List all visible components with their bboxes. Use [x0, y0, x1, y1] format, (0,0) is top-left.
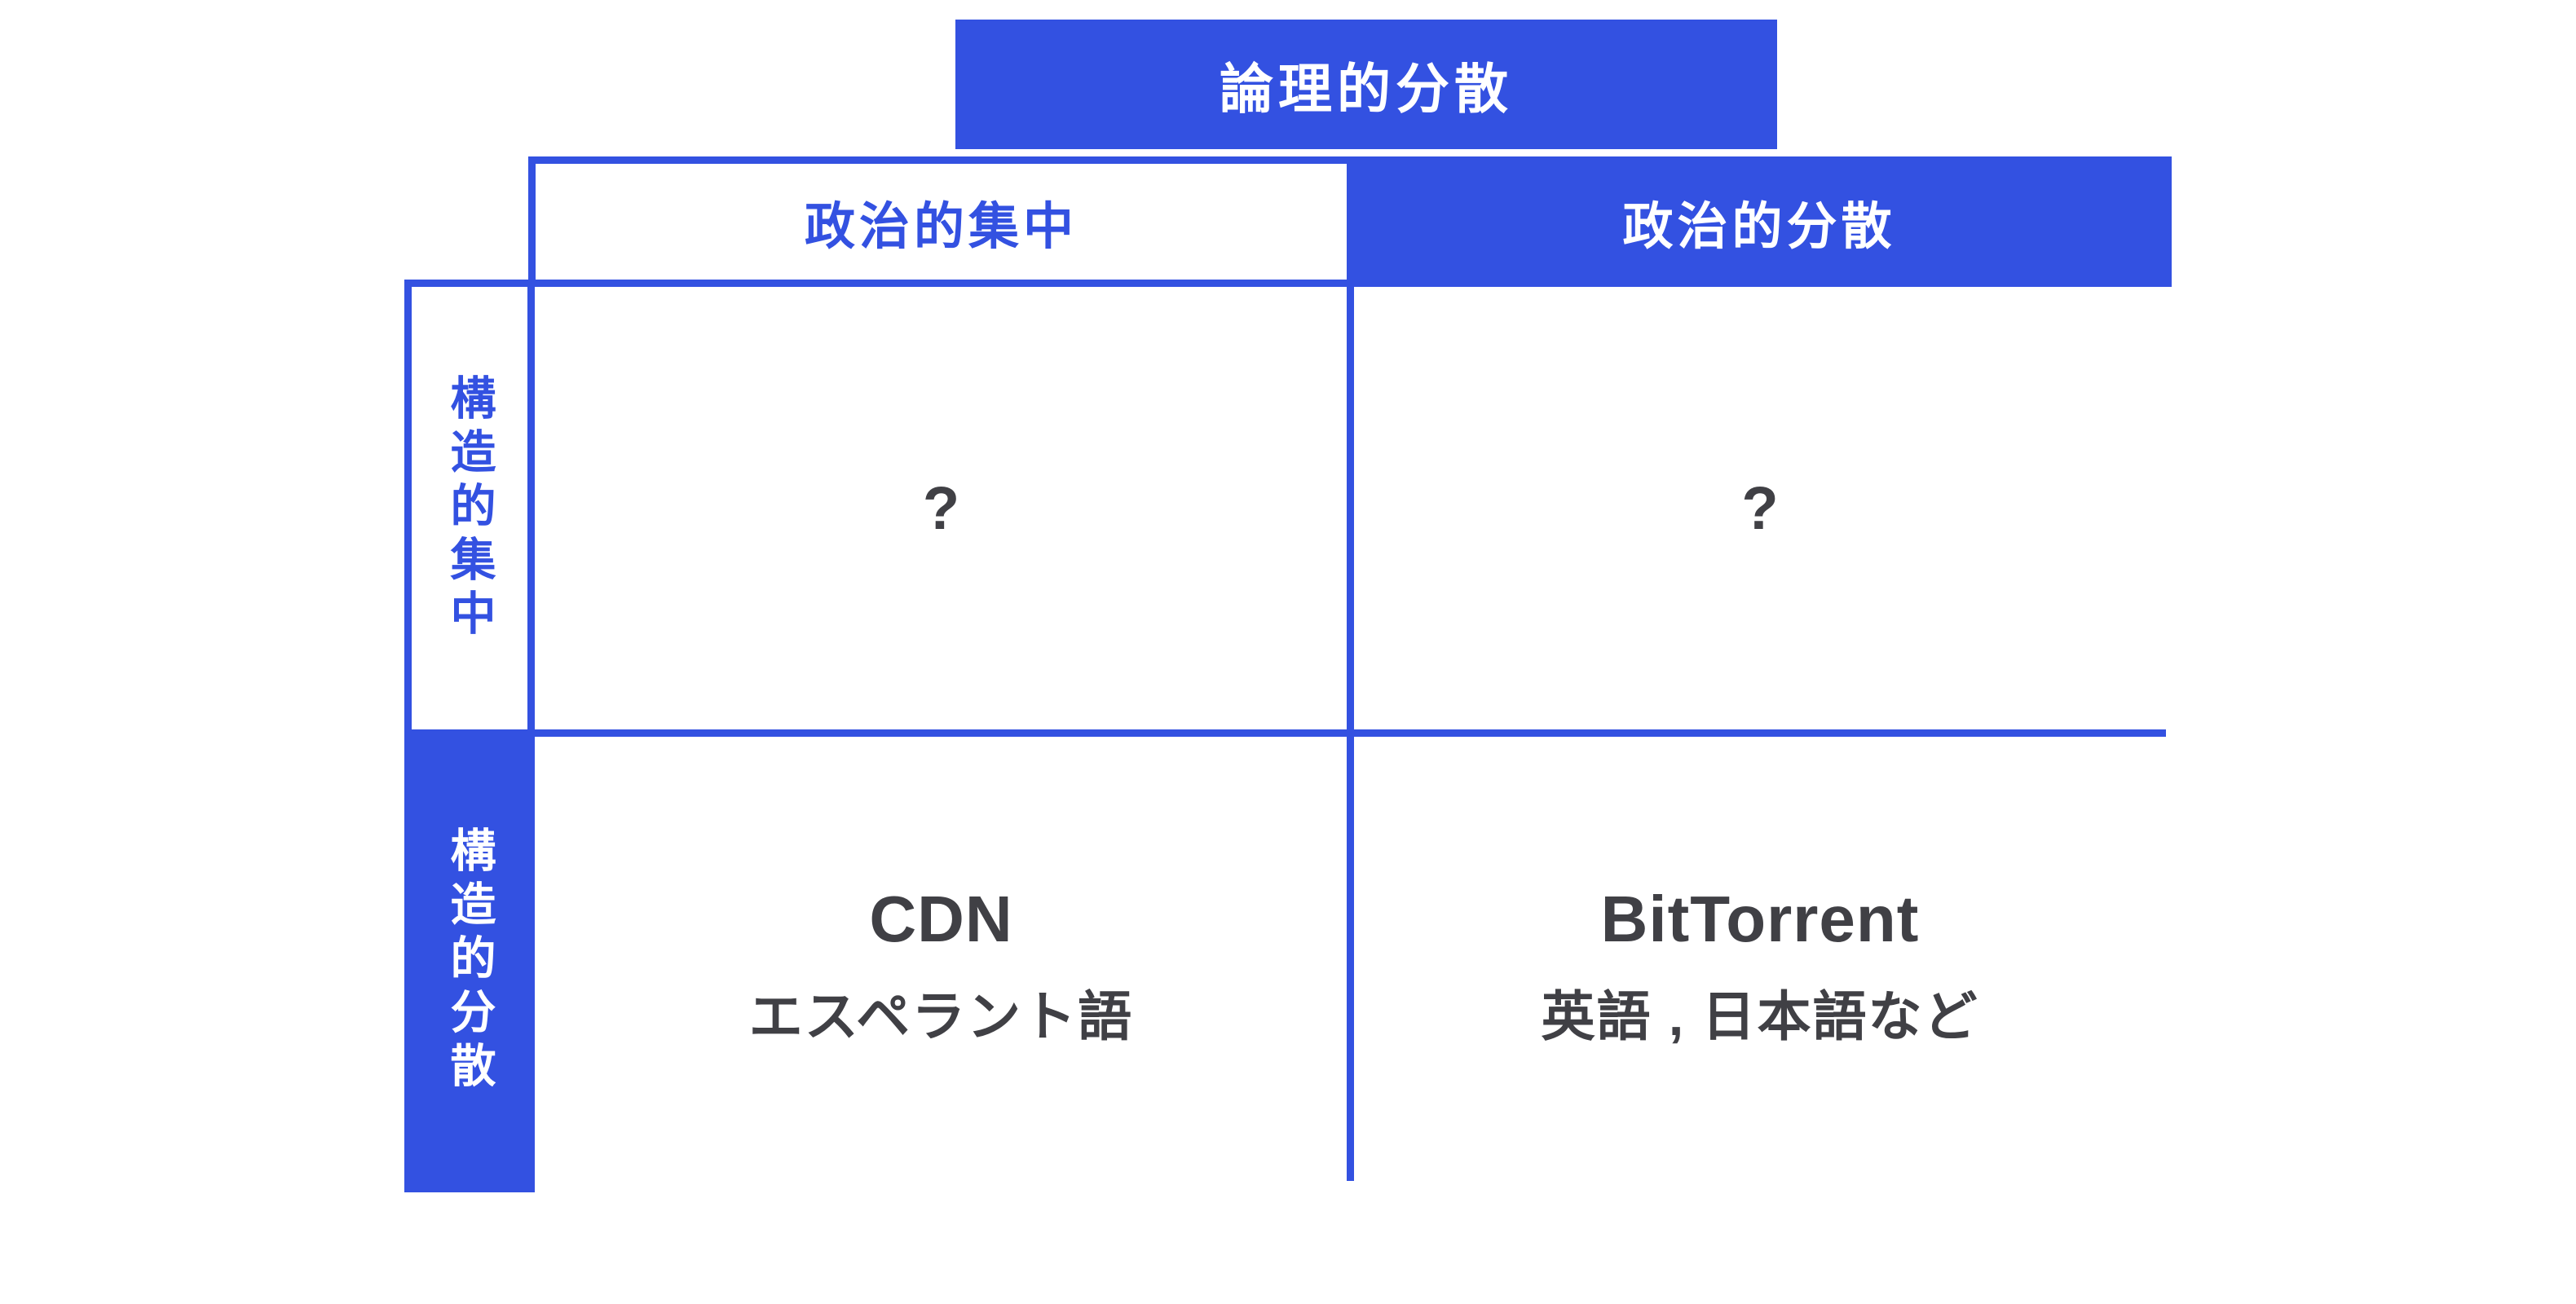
column-divider-line — [1347, 156, 1354, 1181]
row-header-structural-decentralized: 構造的分散 — [404, 729, 535, 1192]
cell-example-cdn: CDN — [869, 882, 1013, 955]
cell-example-languages: 英語 , 日本語など — [1541, 985, 1979, 1046]
column-header-political-centralized: 政治的集中 — [528, 156, 1354, 287]
cell-decentralized-centralized: CDN エスペラント語 — [536, 737, 1347, 1192]
cell-example-bittorrent: BitTorrent — [1600, 882, 1920, 955]
row-header-structural-centralized: 構造的集中 — [404, 280, 535, 737]
column-header-political-decentralized: 政治的分散 — [1347, 156, 2172, 287]
row-divider-line — [404, 729, 2166, 737]
cell-question-mark: ? — [1741, 474, 1779, 542]
cell-question-mark: ? — [922, 474, 960, 542]
cell-example-esperanto: エスペラント語 — [748, 985, 1134, 1046]
cell-centralized-centralized: ? — [536, 287, 1347, 729]
top-axis-label: 論理的分散 — [955, 20, 1777, 149]
cell-decentralized-decentralized: BitTorrent 英語 , 日本語など — [1354, 737, 2166, 1192]
cell-centralized-decentralized: ? — [1354, 287, 2166, 729]
